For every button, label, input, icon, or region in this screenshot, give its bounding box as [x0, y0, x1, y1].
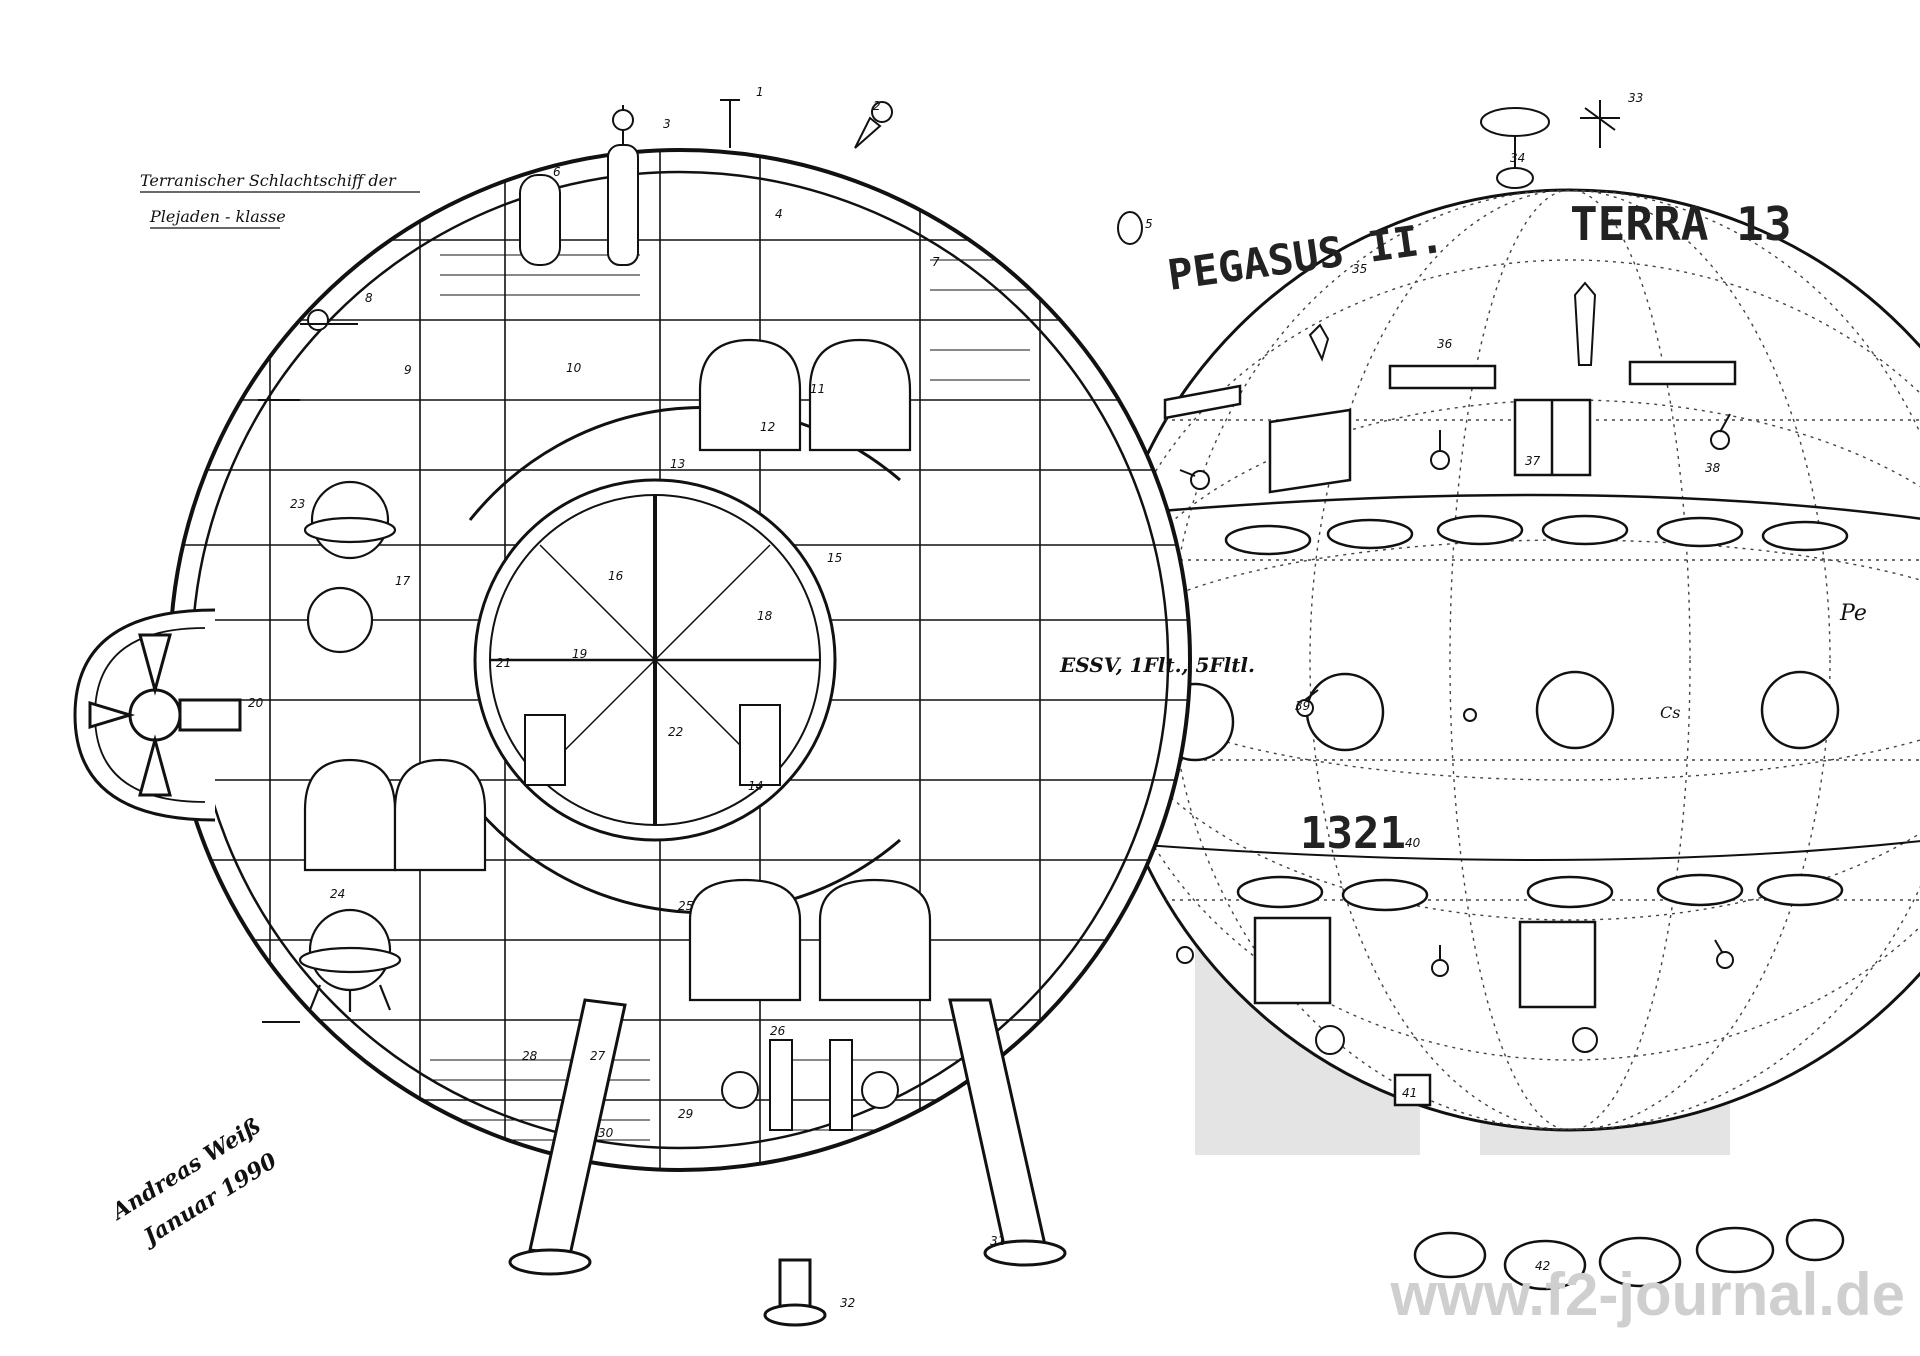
- callout-36: 36: [1437, 337, 1453, 351]
- signature: Andreas Weiß Januar 1990: [106, 1113, 282, 1252]
- callout-30: 30: [598, 1126, 614, 1140]
- callout-23: 23: [290, 497, 305, 511]
- callout-33: 33: [1628, 91, 1643, 105]
- callout-18: 18: [757, 609, 773, 623]
- callout-8: 8: [365, 291, 373, 305]
- callout-5: 5: [1145, 217, 1153, 231]
- callout-40: 40: [1405, 836, 1421, 850]
- callout-42: 42: [1535, 1259, 1550, 1273]
- callout-20: 20: [248, 696, 264, 710]
- callout-27: 27: [590, 1049, 606, 1063]
- callout-11: 11: [810, 382, 825, 396]
- ship-registry: TERRA 13: [1570, 197, 1792, 251]
- side-engine-pod: [73, 608, 242, 822]
- callout-2: 2: [873, 99, 881, 113]
- hull-fragment: Pe: [1839, 601, 1867, 626]
- engine-blocks: [524, 704, 899, 1131]
- callout-25: 25: [678, 899, 693, 913]
- callout-3: 3: [663, 117, 671, 131]
- callout-6: 6: [553, 165, 561, 179]
- callout-12: 12: [760, 420, 775, 434]
- cutaway-top-antennas: [258, 99, 1143, 1023]
- title-line-1: Terranischer Schlachtschiff der: [140, 171, 397, 190]
- callout-39: 39: [1295, 699, 1310, 713]
- callout-32: 32: [840, 1296, 855, 1310]
- watermark-url: www.f2-journal.de: [1390, 1261, 1905, 1328]
- callout-13: 13: [670, 457, 685, 471]
- callout-numbers: 1 2 3 4 5 6 7 8 9 10 11 12 13 14 15 16 1…: [248, 85, 1721, 1310]
- fuel-tanks: [303, 338, 932, 1002]
- sphere-top-antennas: [1480, 100, 1620, 189]
- callout-16: 16: [608, 569, 624, 583]
- callout-10: 10: [566, 361, 582, 375]
- callout-21: 21: [496, 656, 511, 670]
- callout-17: 17: [395, 574, 411, 588]
- hull-hatches: [1163, 360, 1737, 1107]
- callout-41: 41: [1402, 1086, 1417, 1100]
- callout-1: 1: [756, 85, 764, 99]
- cutaway-sphere: [168, 148, 1192, 1172]
- ship-number: 1321: [1300, 808, 1406, 859]
- callout-22: 22: [668, 725, 683, 739]
- bottom-port-row: [1413, 1218, 1845, 1291]
- callout-9: 9: [404, 363, 412, 377]
- callout-14: 14: [748, 779, 763, 793]
- title-block: Terranischer Schlachtschiff der Plejaden…: [140, 171, 420, 229]
- callout-24: 24: [330, 887, 345, 901]
- callout-31: 31: [990, 1234, 1005, 1248]
- callout-34: 34: [1510, 151, 1525, 165]
- callout-15: 15: [827, 551, 842, 565]
- callout-37: 37: [1525, 454, 1541, 468]
- callout-26: 26: [770, 1024, 786, 1038]
- title-line-2: Plejaden - klasse: [149, 207, 286, 226]
- landing-spheres: [298, 480, 402, 1012]
- callout-35: 35: [1352, 262, 1367, 276]
- callout-4: 4: [775, 207, 783, 221]
- callout-29: 29: [678, 1107, 693, 1121]
- callout-7: 7: [932, 255, 940, 269]
- callout-28: 28: [522, 1049, 538, 1063]
- landing-legs: [508, 998, 1067, 1327]
- ship-designation: ESSV, 1Flt., 5Fltl.: [1059, 653, 1255, 677]
- callout-19: 19: [572, 647, 587, 661]
- hull-fragment-2: Cs: [1660, 703, 1680, 722]
- callout-38: 38: [1705, 461, 1721, 475]
